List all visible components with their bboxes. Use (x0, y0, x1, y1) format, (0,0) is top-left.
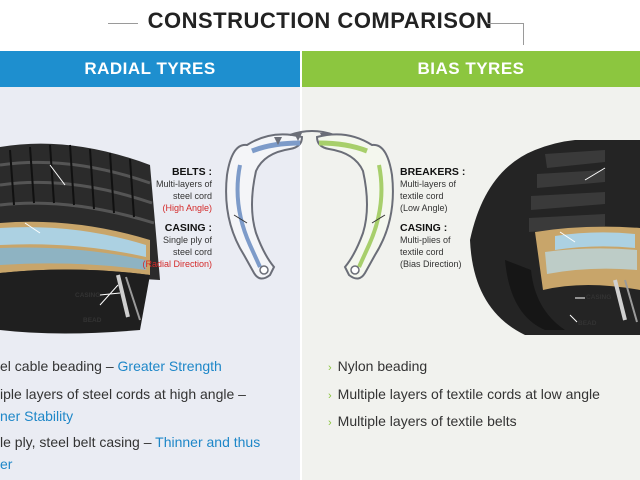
page-title: CONSTRUCTION COMPARISON (147, 8, 493, 33)
bias-bullet-1-text: Nylon beading (337, 358, 428, 374)
bias-breakers-line2: textile cord (400, 191, 444, 201)
radial-casing-callout: CASING : Single ply of steel cord (Radia… (130, 222, 212, 270)
radial-bullet-3: le ply, steel belt casing – Thinner and … (0, 431, 260, 453)
panel-divider (300, 87, 302, 480)
bias-bullet-list: › Nylon beading › Multiple layers of texti… (328, 355, 638, 455)
radial-bullet-3-highlight: Thinner and thus (155, 434, 261, 450)
radial-bullet-3-text: le ply, steel belt casing – (0, 434, 156, 450)
radial-belts-line3: (High Angle) (162, 203, 212, 213)
bias-bullet-1: › Nylon beading (328, 355, 427, 379)
radial-belts-title: BELTS : (171, 166, 212, 178)
bias-bullet-3: › Multiple layers of textile belts (328, 410, 517, 434)
radial-belts-line2: steel cord (172, 191, 212, 201)
bias-breakers-callout: BREAKERS : Multi-layers of textile cord … (400, 166, 480, 214)
bias-breakers-line1: Multi-layers of (400, 179, 457, 189)
radial-banner: RADIAL TYRES (0, 51, 300, 87)
bias-banner: BIAS TYRES (302, 51, 640, 87)
bias-casing-line3: (Bias Direction) (400, 259, 462, 269)
bias-bullet-2-text: Multiple layers of textile cords at low … (337, 386, 600, 402)
bias-breakers-line3: (Low Angle) (400, 203, 448, 213)
bullet-arrow-icon: › (328, 390, 332, 402)
bias-casing-title: CASING : (400, 222, 448, 234)
radial-bullet-1-highlight: Greater Strength (117, 358, 222, 374)
radial-casing-line2: steel cord (172, 247, 212, 257)
bullet-arrow-icon: › (328, 362, 332, 374)
radial-bullet-3-highlight-cont: er (0, 456, 13, 472)
bias-casing-callout: CASING : Multi-plies of textile cord (Bi… (400, 222, 480, 270)
radial-bullet-list: el cable beading – Greater Strength iple… (0, 355, 300, 480)
bias-cross-section (315, 133, 394, 280)
radial-bullet-1-text: el cable beading – (0, 358, 118, 374)
radial-belts-callout: BELTS : Multi-layers of steel cord (High… (140, 166, 212, 214)
bias-tyre-illustration (470, 140, 640, 335)
radial-casing-label: CASING (75, 292, 101, 299)
radial-casing-line3: (Radial Direction) (142, 259, 212, 269)
radial-casing-title: CASING : (164, 222, 212, 234)
bias-banner-label: BIAS TYRES (417, 59, 525, 78)
bias-bullet-2: › Multiple layers of textile cords at low… (328, 383, 600, 407)
bias-bead-label: BEAD (578, 320, 597, 327)
radial-cross-section (225, 133, 304, 280)
bias-casing-line2: textile cord (400, 247, 444, 257)
bullet-arrow-icon: › (328, 417, 332, 429)
title-rule-right-drop (523, 23, 524, 45)
radial-bullet-1: el cable beading – Greater Strength (0, 355, 222, 377)
bias-casing-label: CASING (586, 294, 612, 301)
radial-banner-label: RADIAL TYRES (84, 59, 216, 78)
radial-belts-line1: Multi-layers of (155, 179, 212, 189)
bias-bullet-3-text: Multiple layers of textile belts (337, 413, 517, 429)
title-rule-right (488, 23, 524, 24)
bias-breakers-title: BREAKERS : (400, 166, 466, 178)
radial-bullet-2-text: iple layers of steel cords at high angle… (0, 386, 246, 402)
radial-tyre-illustration (0, 143, 160, 334)
radial-casing-line1: Single ply of (162, 235, 212, 245)
radial-bullet-2: iple layers of steel cords at high angle… (0, 383, 246, 405)
bias-casing-line1: Multi-plies of (400, 235, 451, 245)
radial-bead-label: BEAD (83, 317, 102, 324)
radial-bullet-2-highlight: ner Stability (0, 408, 74, 424)
cross-section-illustration (225, 130, 394, 280)
title-rule-left (108, 23, 138, 24)
